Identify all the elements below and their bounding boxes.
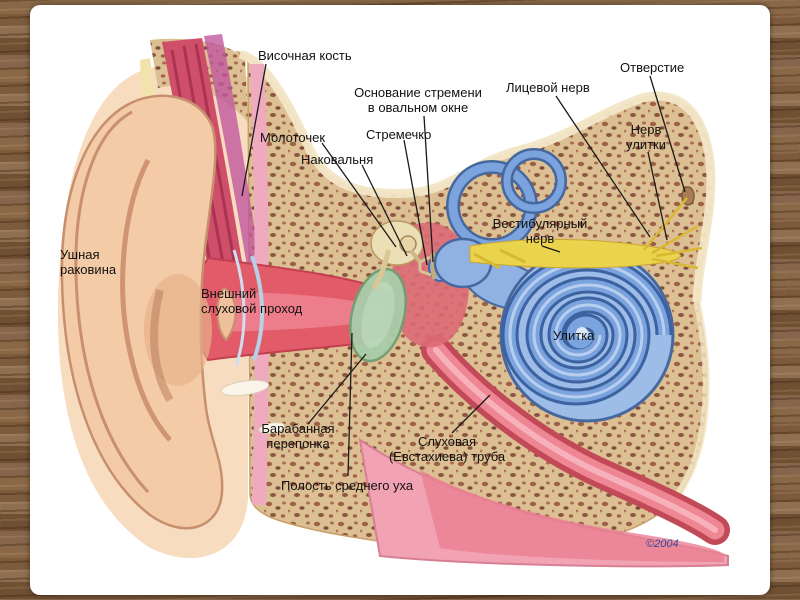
outer-ear	[60, 94, 237, 530]
line-malleus	[321, 142, 397, 248]
line-middle-ear-cavity	[347, 332, 353, 477]
line-stapes	[403, 139, 428, 266]
malleus-handle	[372, 249, 391, 290]
gland-blob	[258, 422, 286, 434]
line-cochlear-nerve	[647, 151, 668, 241]
line-stapes-base	[423, 115, 434, 263]
label-facial-nerve: Лицевой нерв	[506, 80, 590, 95]
label-cochlea: Улитка	[553, 328, 595, 343]
lower-flesh	[358, 437, 729, 568]
label-eardrum: Барабанная перепонка	[261, 421, 335, 452]
callout-lines	[241, 63, 686, 477]
line-incus	[361, 164, 408, 257]
skull-outer-rim	[238, 49, 716, 303]
tragus	[216, 286, 237, 342]
cartilage-line	[232, 249, 246, 367]
label-auricle: Ушная раковина	[60, 247, 117, 278]
antihelix-ridge	[120, 158, 172, 442]
label-middle-ear-cavity: Полость среднего уха	[281, 478, 414, 493]
eustachian-tube	[421, 335, 730, 545]
line-temporal-bone	[241, 63, 267, 197]
line-vestibular-nerve	[541, 245, 561, 253]
line-opening	[649, 75, 686, 193]
label-ear-canal: Внешний слуховой проход	[201, 286, 303, 317]
label-stapes-base: Основание стремени в овальном окне	[354, 85, 482, 116]
label-opening: Отверстие	[620, 60, 685, 75]
artist-signature: ©2004	[646, 538, 679, 550]
incus-body	[399, 235, 417, 253]
label-malleus: Молоточек	[260, 130, 326, 145]
label-eustachian-tube: Слуховая (Евстахиева) труба	[388, 434, 506, 465]
stapes-bone	[418, 255, 432, 277]
label-cochlear-nerve: Нерв улитки	[626, 122, 666, 153]
eardrum	[349, 267, 407, 363]
label-temporal-bone: Височная кость	[258, 48, 352, 63]
cartilage-line	[250, 255, 265, 361]
gland-blob	[220, 379, 270, 397]
inner-ear	[433, 148, 675, 423]
helix-ridge	[74, 110, 150, 494]
line-eustachian	[451, 394, 491, 434]
label-stapes: Стремечко	[366, 127, 432, 142]
line-eardrum	[307, 353, 367, 425]
line-facial-nerve	[555, 95, 651, 238]
ear-illustration	[57, 34, 730, 568]
label-incus: Наковальня	[301, 152, 374, 167]
label-vestibular-nerve: Вестибулярный нерв	[492, 216, 588, 247]
ear-canal	[192, 249, 402, 367]
nerve-fibers	[469, 197, 703, 270]
